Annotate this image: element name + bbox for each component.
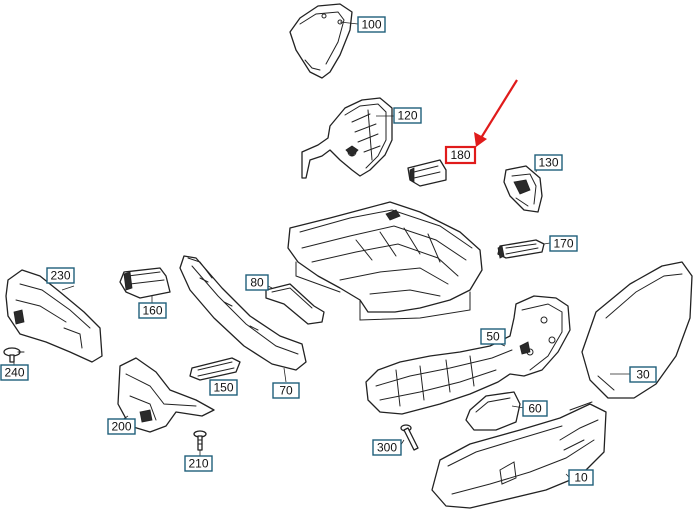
callout-120-label: 120 (397, 109, 417, 123)
callout-210[interactable]: 210 (184, 455, 213, 472)
part-210-drawing[interactable] (193, 430, 207, 451)
part-130-drawing[interactable] (503, 165, 543, 213)
callout-180-label: 180 (450, 148, 470, 162)
callout-50-label: 50 (486, 330, 500, 344)
part-230-drawing[interactable] (5, 269, 103, 363)
callout-70[interactable]: 70 (272, 382, 300, 399)
part-300-drawing[interactable] (400, 424, 419, 451)
part-170-drawing[interactable] (497, 239, 545, 259)
callout-50[interactable]: 50 (480, 328, 506, 345)
callout-200[interactable]: 200 (107, 418, 136, 435)
callout-150[interactable]: 150 (209, 379, 238, 396)
seat-frame-drawing (287, 201, 483, 321)
part-30-drawing[interactable] (581, 261, 693, 399)
callout-100[interactable]: 100 (357, 16, 386, 33)
callout-30[interactable]: 30 (629, 366, 657, 383)
part-120-drawing[interactable] (301, 97, 393, 179)
callout-150-label: 150 (213, 381, 233, 395)
callout-30-label: 30 (636, 368, 650, 382)
callout-170-label: 170 (553, 237, 573, 251)
callout-180[interactable]: 180 (444, 145, 477, 165)
callout-80-label: 80 (250, 276, 264, 290)
callout-240-label: 240 (4, 366, 24, 380)
callout-210-label: 210 (188, 457, 208, 471)
callout-10[interactable]: 10 (568, 469, 594, 486)
callout-60[interactable]: 60 (522, 400, 548, 417)
callout-70-label: 70 (279, 384, 293, 398)
callout-60-label: 60 (528, 402, 542, 416)
part-240-drawing[interactable] (3, 347, 25, 363)
callout-120[interactable]: 120 (393, 107, 422, 124)
callout-170[interactable]: 170 (549, 235, 578, 252)
callout-160-label: 160 (142, 304, 162, 318)
part-70-drawing[interactable] (179, 255, 307, 371)
callout-10-label: 10 (574, 471, 588, 485)
callout-230-label: 230 (50, 269, 70, 283)
part-100-drawing[interactable] (289, 3, 353, 79)
part-180-drawing[interactable] (407, 159, 447, 187)
callout-230[interactable]: 230 (46, 267, 75, 284)
callout-300-label: 300 (377, 441, 397, 455)
callout-240[interactable]: 240 (0, 364, 29, 381)
highlight-arrow (474, 79, 518, 147)
callout-160[interactable]: 160 (138, 302, 167, 319)
callout-80[interactable]: 80 (245, 274, 269, 291)
callout-100-label: 100 (361, 18, 381, 32)
part-50-drawing[interactable] (365, 295, 571, 415)
part-150-drawing[interactable] (189, 357, 241, 381)
callout-130-label: 130 (538, 156, 558, 170)
part-160-drawing[interactable] (119, 267, 171, 299)
callout-200-label: 200 (111, 420, 131, 434)
part-10-drawing[interactable] (431, 401, 607, 509)
part-60-drawing[interactable] (465, 391, 521, 431)
callout-130[interactable]: 130 (534, 154, 563, 171)
callout-300[interactable]: 300 (372, 439, 402, 456)
